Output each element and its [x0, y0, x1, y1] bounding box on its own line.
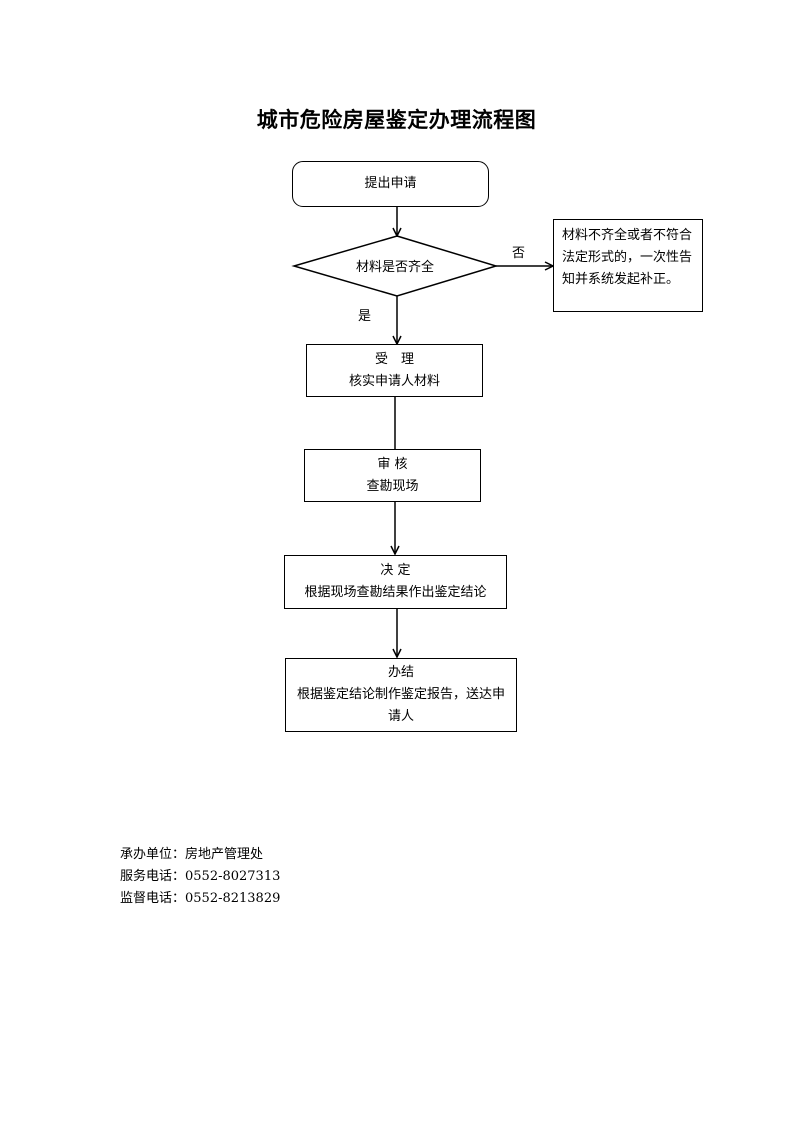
contact-unit: 承办单位：房地产管理处	[120, 847, 264, 862]
reject-note: 材料不齐全或者不符合法定形式的，一次性告知并系统发起补正。	[553, 219, 703, 312]
step-decide-title: 决 定	[380, 563, 411, 578]
step-submit-label: 提出申请	[364, 176, 417, 191]
contact-supervision-phone: 监督电话：0552-8213829	[120, 891, 281, 906]
page-title: 城市危险房屋鉴定办理流程图	[256, 108, 537, 132]
contact-service-phone: 服务电话：0552-8027313	[120, 869, 281, 884]
step-finish: 办结 根据鉴定结论制作鉴定报告，送达申请人	[285, 658, 517, 732]
step-submit: 提出申请	[292, 161, 489, 207]
edge-label-no: 否	[512, 246, 526, 261]
edge-label-yes: 是	[358, 309, 372, 324]
step-accept: 受 理 核实申请人材料	[306, 344, 483, 397]
step-finish-desc: 根据鉴定结论制作鉴定报告，送达申请人	[296, 687, 505, 724]
step-accept-desc: 核实申请人材料	[348, 373, 440, 389]
step-review-desc: 查勘现场	[366, 478, 419, 494]
step-decide: 决 定 根据现场查勘结果作出鉴定结论	[284, 555, 507, 609]
step-review: 审 核 查勘现场	[304, 449, 481, 502]
reject-note-text: 材料不齐全或者不符合法定形式的，一次性告知并系统发起补正。	[562, 228, 693, 287]
step-decide-desc: 根据现场查勘结果作出鉴定结论	[304, 585, 487, 600]
decision-label: 材料是否齐全	[355, 260, 434, 275]
step-review-title: 审 核	[377, 456, 408, 472]
step-accept-title: 受 理	[374, 351, 414, 367]
contact-info: 承办单位：房地产管理处 服务电话：0552-8027313 监督电话：0552-…	[120, 844, 280, 910]
step-finish-title: 办结	[387, 665, 414, 680]
